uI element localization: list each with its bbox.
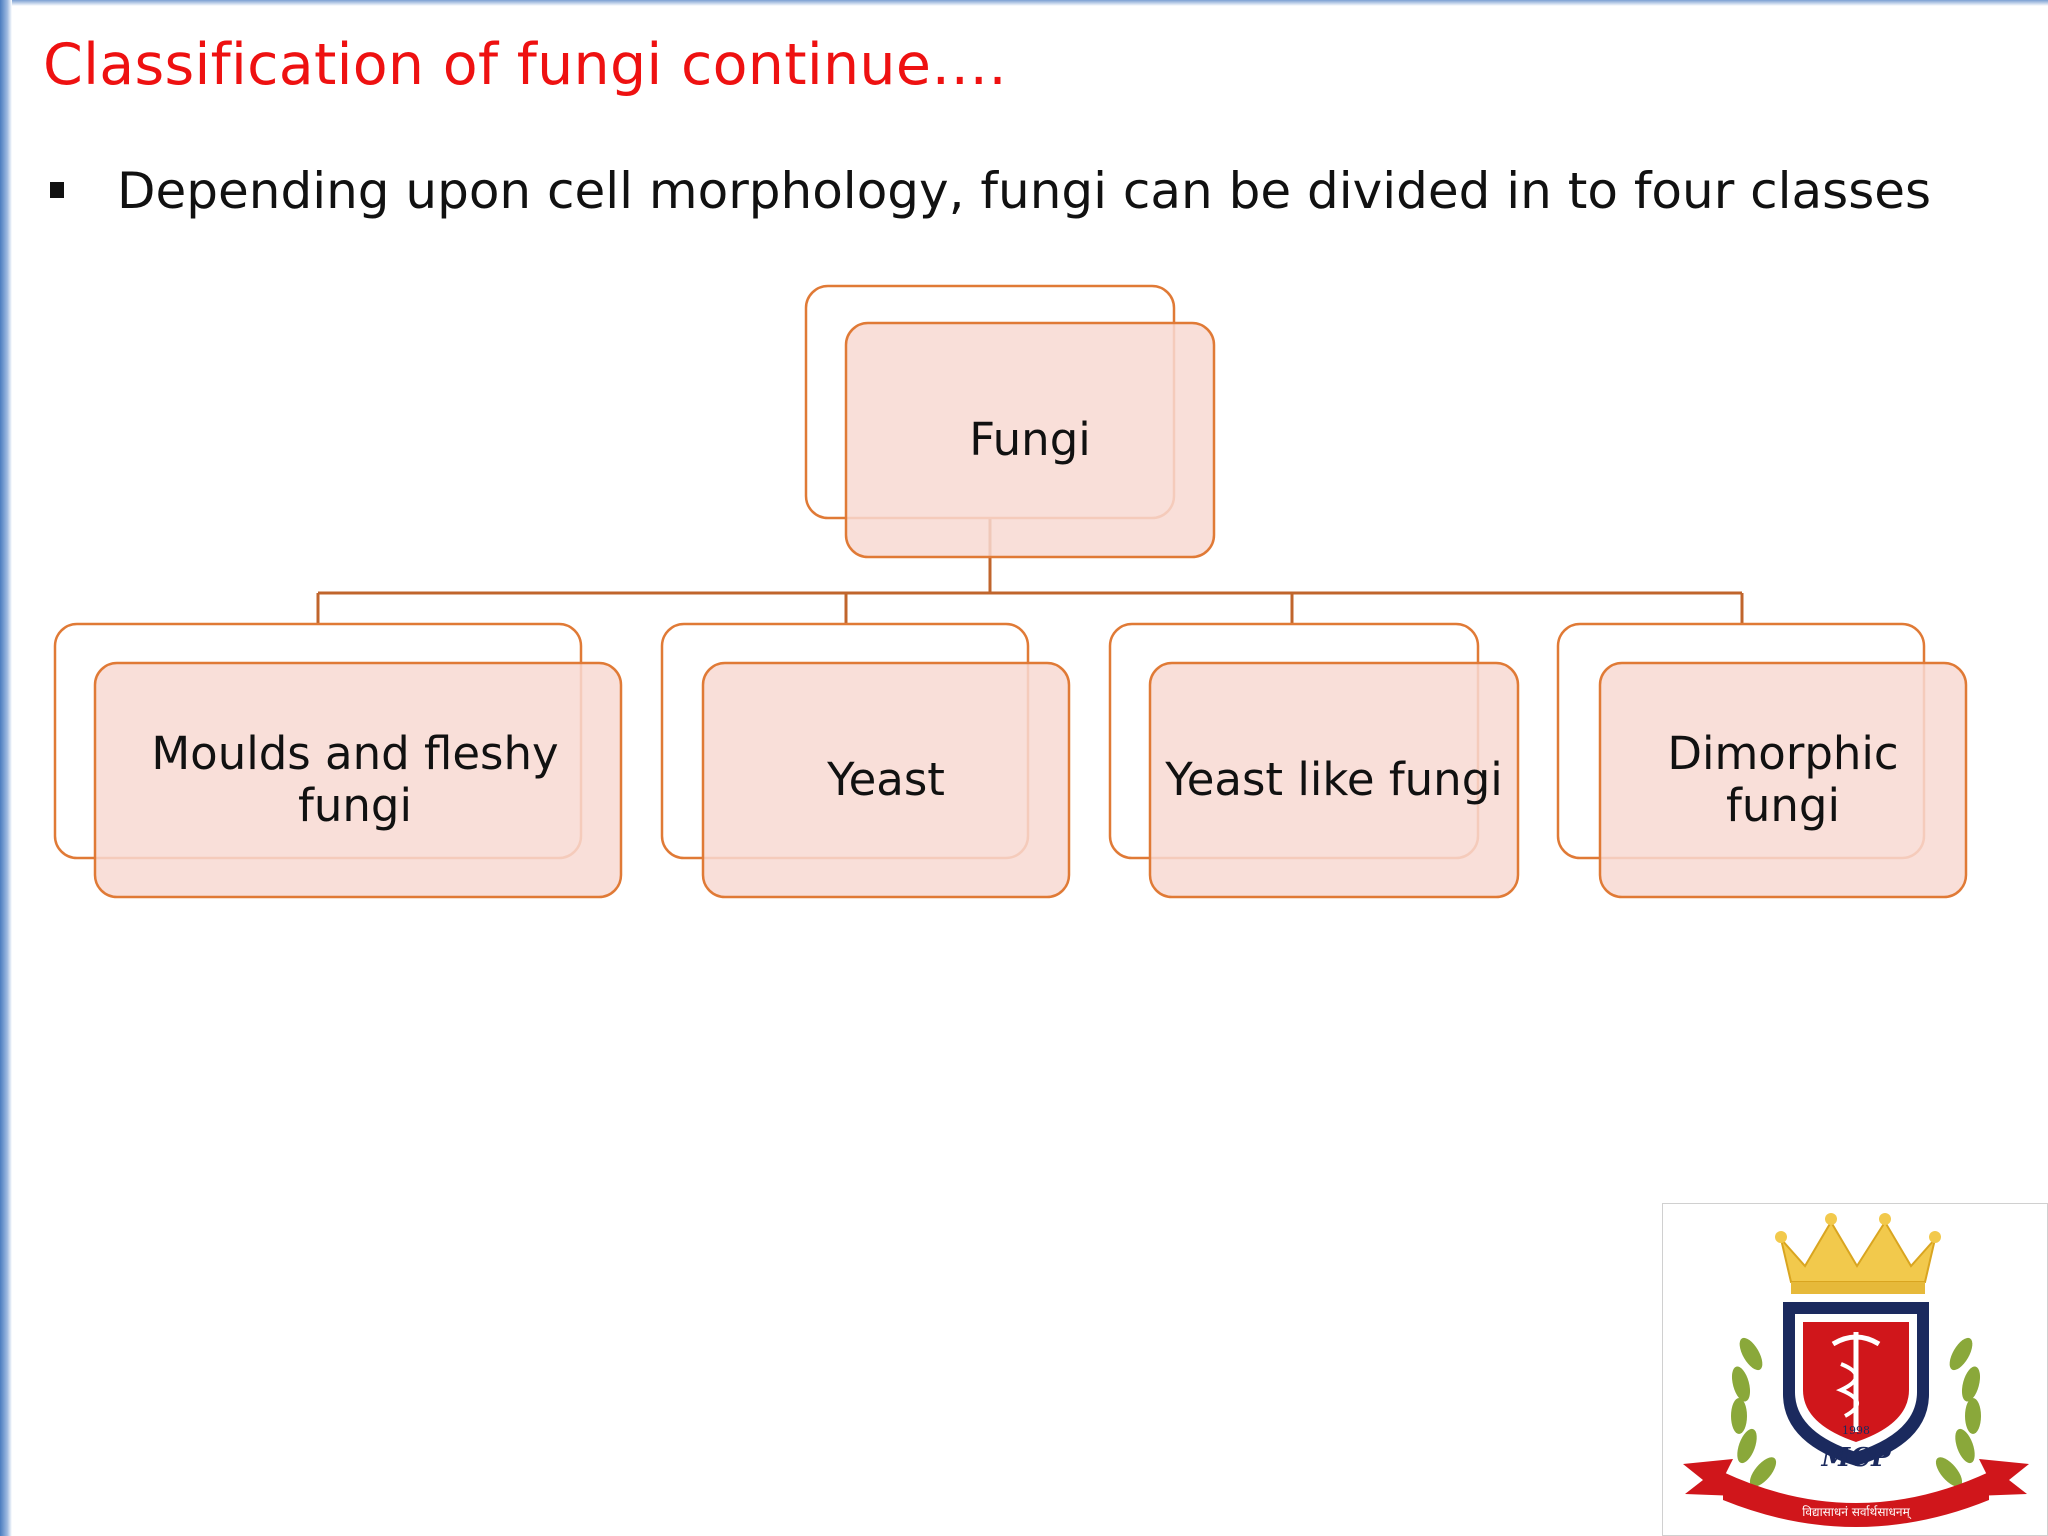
ribbon-banner: MCP विद्यासाधनं सर्वार्थसाधनम् bbox=[1683, 1443, 2029, 1527]
slide-title: Classification of fungi continue…. bbox=[43, 32, 1007, 98]
logo-motto: विद्यासाधनं सर्वार्थसाधनम् bbox=[1802, 1505, 1912, 1520]
child-node-label-yeast: Yeast bbox=[827, 753, 945, 807]
logo-monogram: MCP bbox=[1820, 1443, 1891, 1473]
window-left-edge bbox=[0, 0, 12, 1536]
root-node-box bbox=[844, 321, 1216, 559]
child-node-box bbox=[1148, 661, 1520, 899]
college-emblem-image: 1998 MCP विद्यासाधनं सर्वार्थसाधनम् bbox=[1683, 1213, 2029, 1527]
bullet-text: Depending upon cell morphology, fungi ca… bbox=[117, 162, 1932, 220]
child-node-box bbox=[93, 661, 623, 899]
child-node-label-yeast-like: Yeast like fungi bbox=[1165, 753, 1503, 807]
child-node-label-moulds: Moulds and fleshy fungi bbox=[151, 727, 559, 832]
bullet-marker bbox=[50, 182, 64, 198]
shield-icon: 1998 bbox=[1783, 1302, 1929, 1466]
window-top-edge bbox=[0, 0, 2048, 6]
crown-icon bbox=[1775, 1213, 1941, 1294]
logo-year: 1998 bbox=[1842, 1424, 1870, 1437]
root-node-label: Fungi bbox=[969, 413, 1091, 467]
child-node-box bbox=[701, 661, 1071, 899]
child-node-box bbox=[1598, 661, 1968, 899]
laurel-wreath-icon bbox=[1731, 1337, 1981, 1487]
college-logo: 1998 MCP विद्यासाधनं सर्वार्थसाधनम् bbox=[1662, 1203, 2048, 1536]
child-node-label-dimorphic: Dimorphic fungi bbox=[1667, 727, 1899, 832]
